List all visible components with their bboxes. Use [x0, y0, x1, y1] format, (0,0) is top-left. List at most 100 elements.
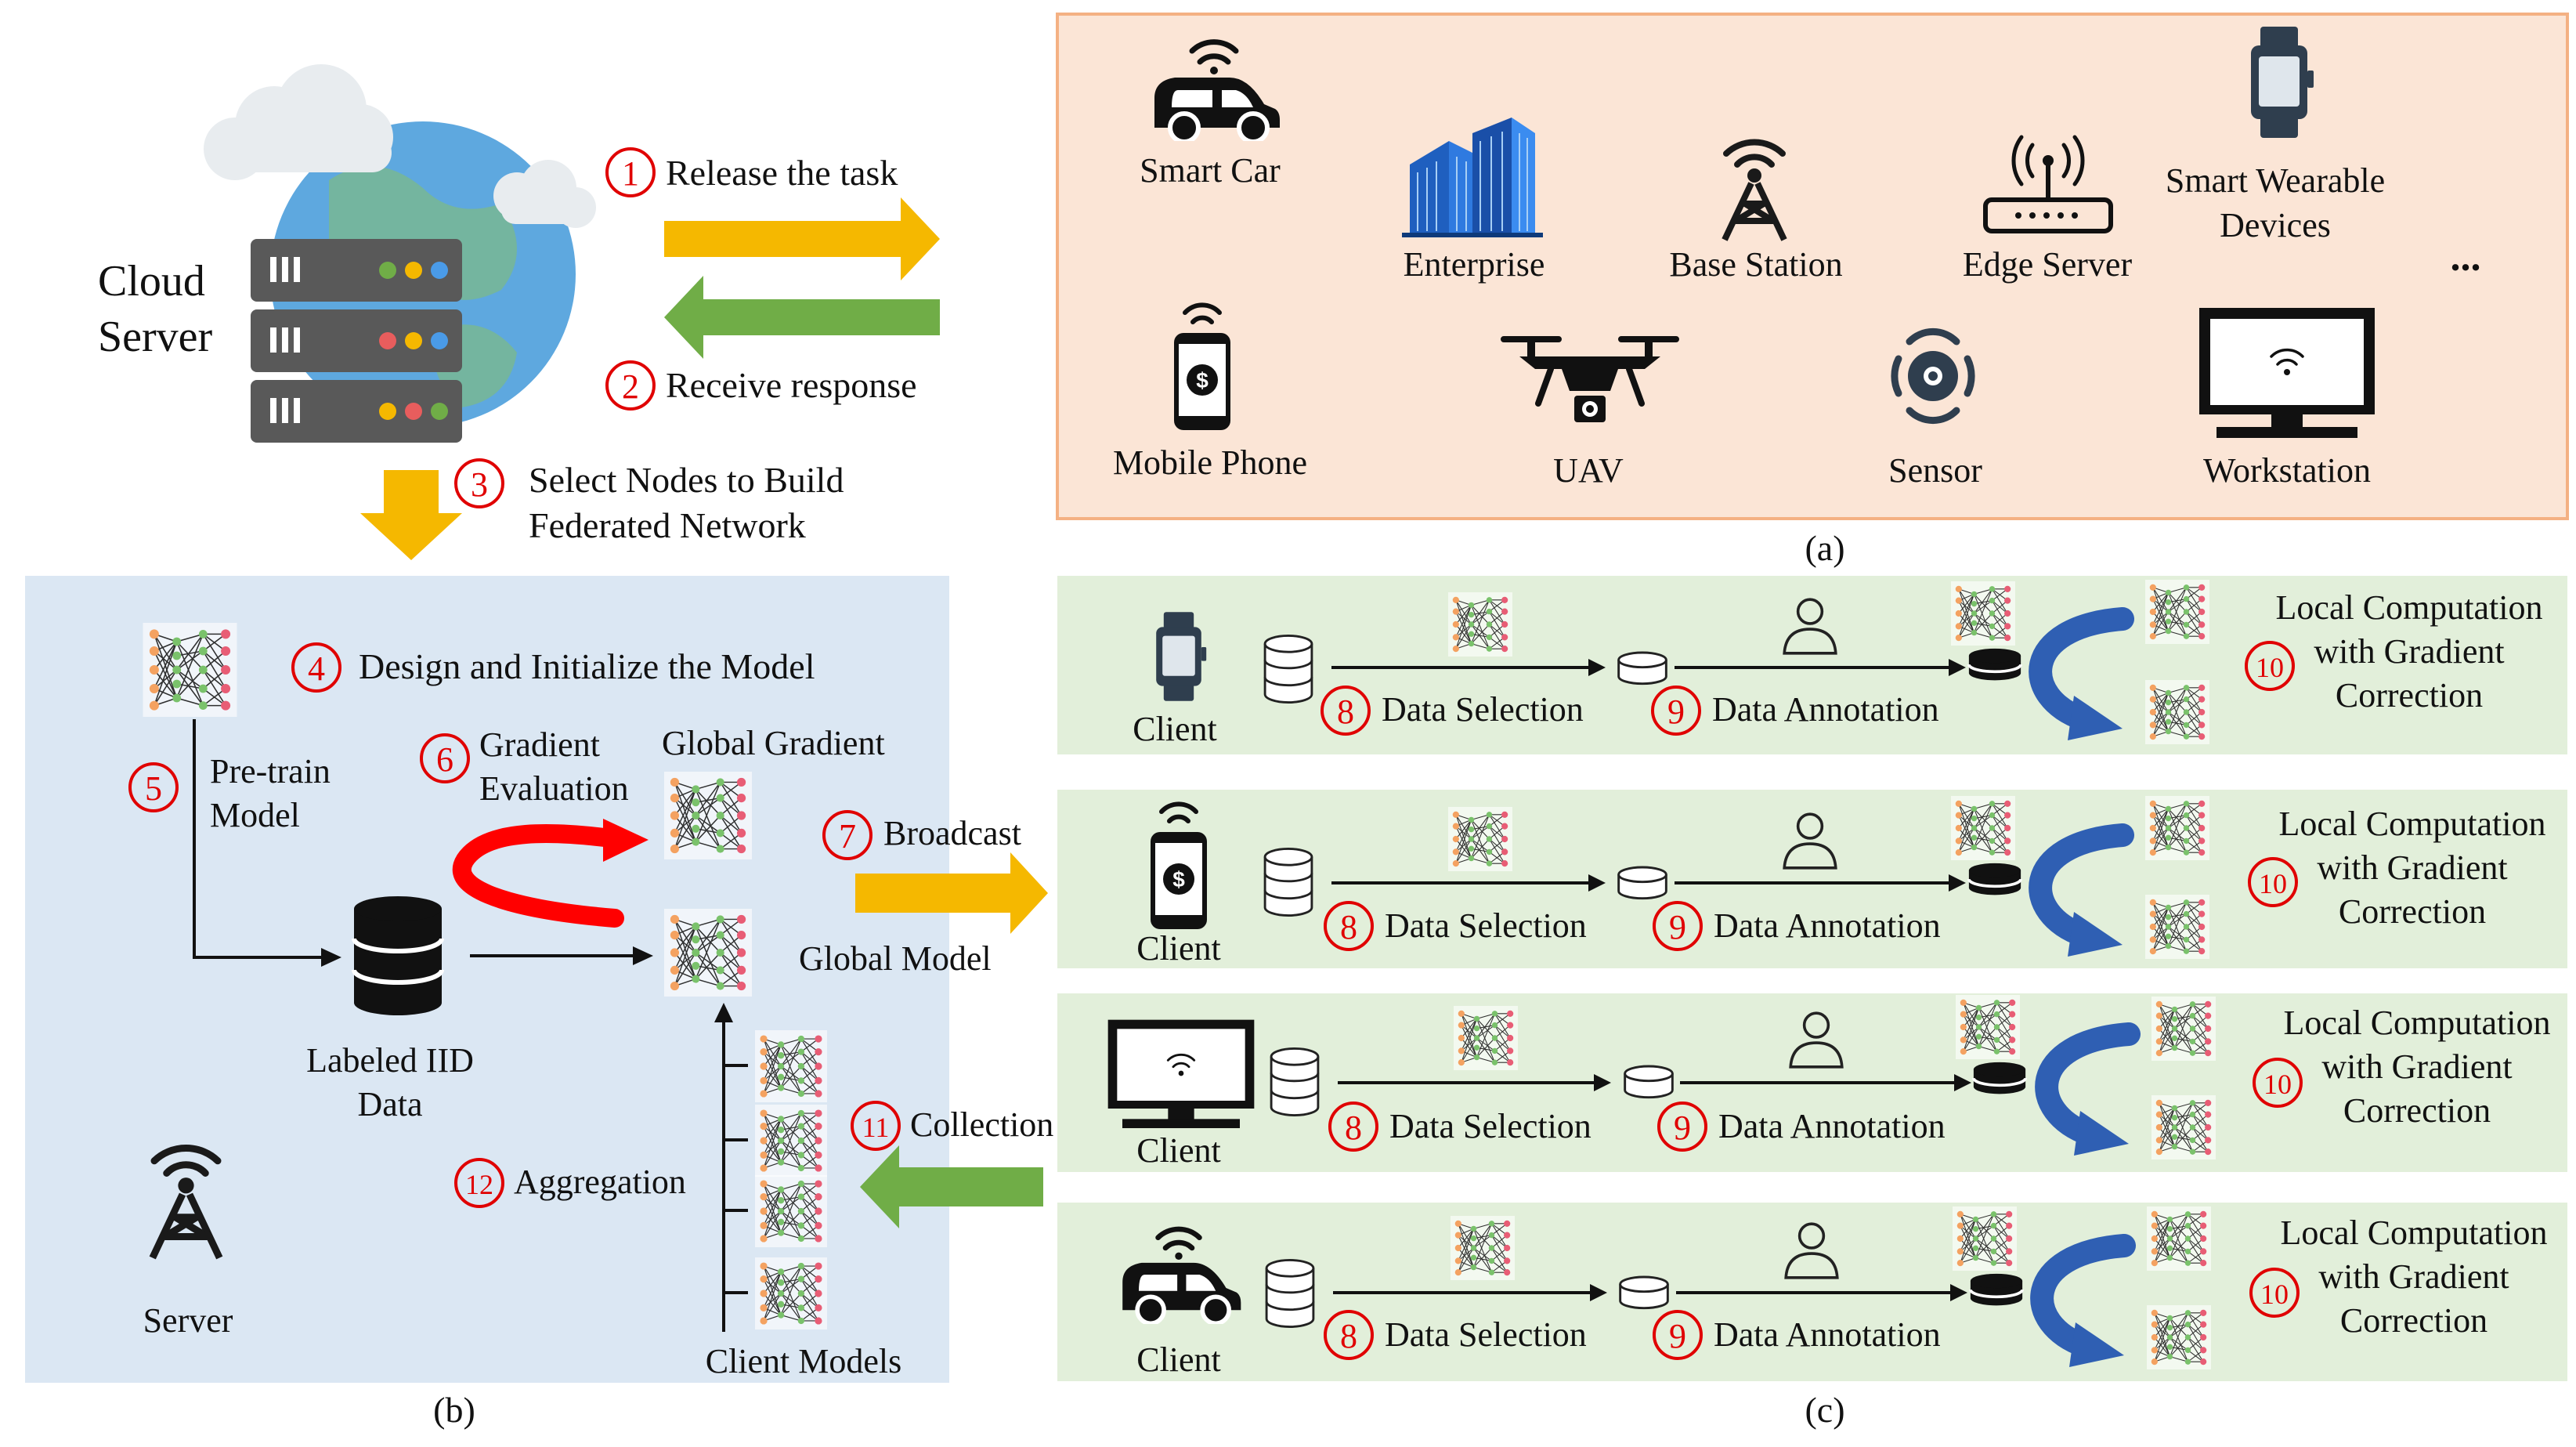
- client-label: Client: [1136, 1131, 1221, 1170]
- step-1-badge: 1: [605, 147, 656, 197]
- panel-a-caption: (a): [1805, 528, 1844, 568]
- local-update-curve: [2030, 1234, 2136, 1358]
- step-9-badge: 9: [1657, 1102, 1707, 1152]
- step-10-badge: 10: [2245, 641, 2295, 691]
- step-1-label: Release the task: [666, 153, 898, 193]
- step-2-badge: 2: [605, 360, 656, 411]
- labeled-data-label-2: Data: [357, 1085, 422, 1123]
- step-9-label: Data Annotation: [1718, 1107, 1946, 1145]
- step-5-label-2: Model: [210, 796, 300, 834]
- step-10-label-2: with Gradient: [2318, 1257, 2509, 1296]
- step-2-label: Receive response: [666, 365, 917, 405]
- annotated-database-icon: [1969, 1272, 2024, 1308]
- local-model-before-icon: [2144, 580, 2210, 644]
- annotated-database-icon: [1972, 1061, 2027, 1096]
- svg-text:8: 8: [1340, 1317, 1357, 1355]
- collection-arrow: [860, 1145, 1043, 1228]
- small-database-icon: [1624, 1065, 1674, 1099]
- svg-text:10: 10: [2259, 868, 2287, 899]
- small-database-icon: [1617, 651, 1667, 686]
- step-3-badge: 3: [454, 458, 504, 508]
- svg-text:8: 8: [1345, 1109, 1362, 1147]
- release-arrow: [664, 197, 940, 280]
- client-row-1: Client 8 Data Selection 9 Data Annotatio…: [1133, 580, 2542, 748]
- svg-text:9: 9: [1667, 693, 1685, 731]
- svg-text:12: 12: [465, 1169, 493, 1200]
- client-row-2: Client 8 Data Selection 9 Data Annotatio…: [1136, 796, 2545, 968]
- step-10-badge: 10: [2249, 1268, 2300, 1318]
- step-9-label: Data Annotation: [1714, 906, 1941, 945]
- svg-text:10: 10: [2260, 1279, 2289, 1310]
- step-12-badge: 12: [454, 1158, 504, 1208]
- step-10-badge: 10: [2248, 857, 2298, 907]
- step-8-label: Data Selection: [1385, 906, 1587, 945]
- step-10-label-3: Correction: [2343, 1091, 2491, 1130]
- svg-text:11: 11: [862, 1112, 890, 1143]
- small-database-icon: [1617, 866, 1667, 900]
- panel-b-caption: (b): [433, 1390, 475, 1430]
- database-icon: [1265, 1258, 1315, 1329]
- database-icon: [1263, 634, 1313, 704]
- local-model-before-icon: [2146, 1206, 2212, 1271]
- device-label-uav: UAV: [1553, 451, 1624, 490]
- device-label-wearable-1: Smart Wearable: [2166, 161, 2385, 200]
- step-5-label-1: Pre-train: [210, 752, 331, 790]
- local-model-after-icon: [2151, 1095, 2217, 1159]
- annotated-model-icon: [1952, 1206, 2018, 1271]
- step-10-label-1: Local Computation: [2284, 1004, 2551, 1042]
- local-update-curve: [2029, 607, 2134, 731]
- cloud-label-1: Cloud: [98, 257, 205, 306]
- panel-c-caption: (c): [1805, 1390, 1844, 1430]
- selection-model-icon: [1450, 1216, 1516, 1280]
- labeled-data-icon: [354, 896, 442, 1015]
- svg-text:4: 4: [308, 649, 325, 688]
- annotated-database-icon: [1967, 647, 2022, 682]
- device-label-base-station: Base Station: [1669, 245, 1842, 284]
- svg-text:6: 6: [436, 740, 453, 779]
- step-9-badge: 9: [1651, 686, 1701, 736]
- pretrain-connector: [193, 719, 321, 959]
- step-10-label-3: Correction: [2340, 1301, 2487, 1340]
- step-10-label-2: with Gradient: [2317, 848, 2507, 887]
- server-label: Server: [143, 1301, 233, 1340]
- step-11-badge: 11: [851, 1101, 901, 1151]
- local-update-curve: [2029, 823, 2134, 947]
- local-model-after-icon: [2144, 680, 2210, 744]
- client-row-4: Client 8 Data Selection 9 Data Annotatio…: [1122, 1206, 2547, 1379]
- device-label-edge-server: Edge Server: [1963, 245, 2133, 284]
- select-nodes-arrow: [360, 470, 462, 560]
- step-10-badge: 10: [2253, 1058, 2303, 1108]
- client-model-2-icon: [754, 1105, 828, 1177]
- step-10-label-1: Local Computation: [2279, 805, 2546, 843]
- more-devices-ellipsis: ...: [2451, 235, 2481, 280]
- client-label: Client: [1136, 1340, 1221, 1379]
- svg-text:5: 5: [145, 769, 162, 808]
- initial-model-icon: [142, 623, 238, 717]
- step-8-label: Data Selection: [1385, 1315, 1587, 1354]
- step-12-label: Aggregation: [514, 1163, 686, 1201]
- client-label: Client: [1133, 710, 1217, 748]
- step-8-badge: 8: [1324, 1310, 1374, 1360]
- step-8-label: Data Selection: [1382, 690, 1584, 729]
- cloud-server-icon: [204, 64, 596, 443]
- client-model-4-icon: [754, 1257, 828, 1329]
- annotated-database-icon: [1967, 862, 2022, 897]
- step-5-badge: 5: [128, 762, 179, 812]
- step-3-label-1: Select Nodes to Build: [529, 460, 844, 500]
- device-label-wearable-2: Devices: [2220, 206, 2331, 244]
- step-8-label: Data Selection: [1389, 1107, 1591, 1145]
- annotated-model-icon: [1955, 995, 2021, 1059]
- database-icon: [1263, 847, 1313, 917]
- step-9-label: Data Annotation: [1714, 1315, 1941, 1354]
- step-6-label-2: Evaluation: [479, 769, 629, 808]
- step-4-label: Design and Initialize the Model: [359, 646, 815, 686]
- svg-text:9: 9: [1669, 1317, 1686, 1355]
- global-gradient-label: Global Gradient: [662, 724, 885, 762]
- client-row-3: Client 8 Data Selection 9 Data Annotatio…: [1107, 995, 2551, 1170]
- device-label-enterprise: Enterprise: [1404, 245, 1545, 284]
- local-model-after-icon: [2146, 1305, 2212, 1369]
- step-10-label-1: Local Computation: [2281, 1214, 2548, 1252]
- step-10-label-3: Correction: [2336, 676, 2483, 714]
- svg-text:10: 10: [2256, 652, 2284, 683]
- svg-text:9: 9: [1669, 908, 1686, 946]
